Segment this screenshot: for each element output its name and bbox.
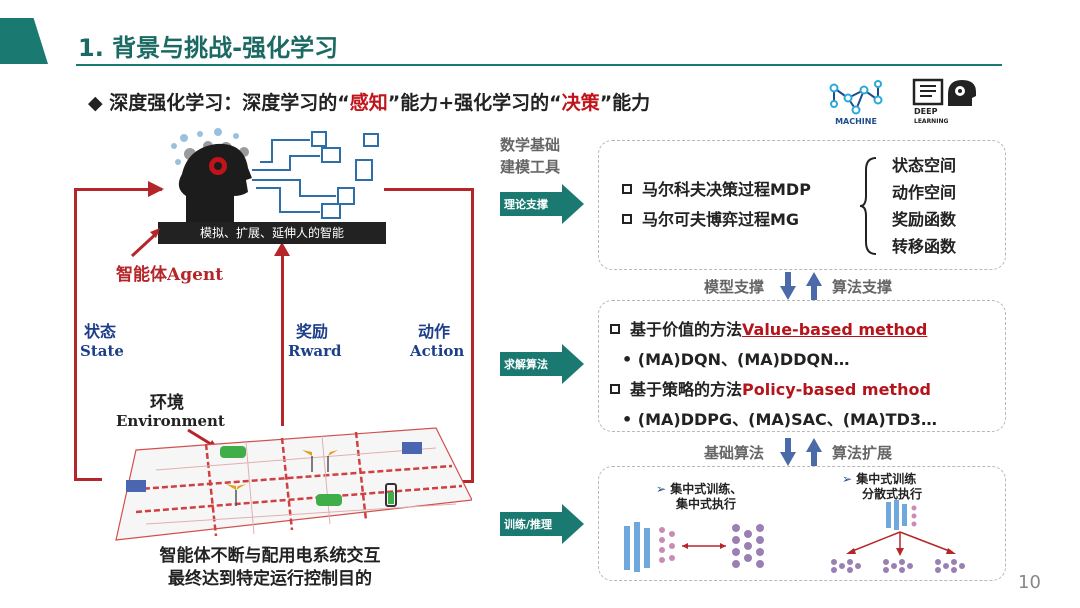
environment-label-cn: 环境 — [150, 393, 184, 413]
modeling-tool-label: 建模工具 — [500, 158, 561, 176]
agent-pointer-arrow-icon — [130, 228, 160, 258]
subtitle-part3: ”能力 — [599, 92, 651, 114]
left-brace-icon — [859, 157, 877, 255]
policy-based-cn: 基于策略的方法 — [630, 380, 743, 399]
agent-banner: 模拟、扩展、延伸人的智能 — [158, 222, 386, 244]
action-loop-right — [471, 188, 474, 482]
space-item-action: 动作空间 — [892, 183, 957, 202]
machine-learning-logo: MACHINE — [826, 78, 886, 126]
value-based-cn: 基于价值的方法 — [630, 320, 743, 339]
book-head-icon — [912, 78, 976, 106]
deep-logo-word1: DEEP — [914, 107, 938, 116]
space-item-transition: 转移函数 — [892, 237, 957, 256]
state-loop-top — [76, 188, 162, 191]
space-item-reward: 奖励函数 — [892, 210, 957, 229]
base-algorithm-label: 基础算法 — [704, 444, 765, 462]
agent-brain-illustration — [171, 128, 379, 222]
tag-solve-algorithm: 求解算法 — [500, 344, 584, 384]
algorithm-extension-label: 算法扩展 — [832, 444, 893, 462]
tag-theory-support: 理论支撑 — [500, 184, 584, 224]
network-icon — [829, 80, 883, 115]
header-tab-accent — [0, 18, 48, 64]
state-loop-left — [74, 188, 77, 480]
value-based-item: 基于价值的方法Value-based method — [610, 316, 927, 340]
checkbox-square-icon — [622, 184, 632, 194]
bullet-arrow-icon: ➢ — [656, 482, 671, 496]
ctce-line1: 集中式训练、 — [670, 482, 743, 496]
reward-label-cn: 奖励 — [296, 322, 329, 341]
tag-solve-algorithm-label: 求解算法 — [504, 358, 548, 371]
deep-learning-logo: DEEP LEARNING — [912, 78, 978, 126]
checkbox-square-icon — [610, 324, 620, 334]
agent-label-cn: 智能体 — [116, 265, 167, 285]
policy-based-examples: • (MA)DDPG、(MA)SAC、(MA)TD3… — [622, 410, 937, 429]
subtitle-part2: ”能力+强化学习的“ — [387, 92, 562, 114]
theory-box — [598, 140, 1006, 270]
subtitle-part1: 深度强化学习：深度学习的“ — [109, 92, 350, 114]
policy-based-item: 基于策略的方法Policy-based method — [610, 376, 931, 400]
ctde-label: ➢ 集中式训练 分散式执行 — [842, 472, 922, 502]
down-arrow-icon — [780, 438, 796, 466]
diagram-caption-line1: 智能体不断与配用电系统交互 — [159, 546, 381, 566]
subtitle-highlight-perception: 感知 — [349, 92, 388, 114]
action-label-cn: 动作 — [418, 322, 451, 341]
subtitle: ◆ 深度强化学习：深度学习的“感知”能力+强化学习的“决策”能力 — [88, 88, 650, 115]
bullet-arrow-icon: ➢ — [842, 472, 857, 486]
centralized-network-figure — [624, 522, 764, 572]
state-loop-bottom — [74, 478, 102, 481]
action-label-en: Action — [410, 342, 465, 360]
ev-icons — [220, 446, 342, 506]
bullet-diamond-icon: ◆ — [88, 92, 103, 114]
space-item-state: 状态空间 — [892, 156, 957, 175]
deep-learning-logo-text: DEEP LEARNING — [914, 107, 948, 126]
model-support-label: 模型支撑 — [704, 278, 765, 296]
page-title: 1. 背景与挑战-强化学习 — [78, 34, 339, 62]
title-divider — [76, 64, 1002, 66]
diagram-caption: 智能体不断与配用电系统交互 最终达到特定运行控制目的 — [120, 545, 420, 591]
agent-label: 智能体Agent — [116, 260, 223, 285]
deep-logo-word2: LEARNING — [914, 118, 949, 125]
action-loop-top — [384, 188, 474, 191]
state-arrow-head-icon — [148, 181, 164, 197]
up-arrow-icon — [806, 272, 822, 300]
theory-item-mg-label: 马尔可夫博弈过程MG — [642, 210, 800, 229]
algorithm-support-label: 算法支撑 — [832, 278, 893, 296]
tag-theory-support-label: 理论支撑 — [504, 198, 548, 211]
theory-item-mdp-label: 马尔科夫决策过程MDP — [642, 180, 811, 199]
down-arrow-icon — [780, 272, 796, 300]
reward-label-en: Rward — [288, 342, 342, 360]
diagram-caption-line2: 最终达到特定运行控制目的 — [168, 569, 372, 589]
algorithm-box — [598, 300, 1006, 432]
page-number: 10 — [1018, 572, 1041, 593]
agent-label-en: Agent — [167, 265, 224, 285]
distribution-grid-illustration — [115, 427, 472, 541]
up-arrow-icon — [806, 438, 822, 466]
state-label-cn: 状态 — [84, 322, 117, 341]
machine-learning-logo-text: MACHINE — [835, 117, 877, 126]
tag-train-infer-label: 训练/推理 — [504, 518, 553, 531]
tag-train-infer: 训练/推理 — [500, 504, 584, 544]
policy-based-en: Policy-based method — [742, 380, 931, 399]
ctce-label: ➢ 集中式训练、 集中式执行 — [656, 482, 742, 512]
ctde-line1: 集中式训练 — [856, 472, 917, 486]
value-based-en: Value-based method — [742, 320, 928, 339]
value-based-examples: • (MA)DQN、(MA)DDQN… — [622, 350, 850, 369]
subtitle-highlight-decision: 决策 — [561, 92, 600, 114]
reward-loop-line — [281, 250, 284, 426]
theory-item-mg: 马尔可夫博弈过程MG — [622, 206, 799, 230]
theory-item-mdp: 马尔科夫决策过程MDP — [622, 176, 811, 200]
ctde-line2: 分散式执行 — [862, 487, 923, 501]
math-base-label: 数学基础 — [500, 136, 561, 154]
space-list: 状态空间 动作空间 奖励函数 转移函数 — [892, 152, 956, 260]
checkbox-square-icon — [610, 384, 620, 394]
reward-arrow-head-icon — [274, 242, 290, 256]
checkbox-square-icon — [622, 214, 632, 224]
state-label-en: State — [80, 342, 124, 360]
ctce-line2: 集中式执行 — [676, 497, 737, 511]
environment-label-en: Environment — [116, 412, 225, 430]
decentralized-network-figure — [831, 500, 965, 573]
